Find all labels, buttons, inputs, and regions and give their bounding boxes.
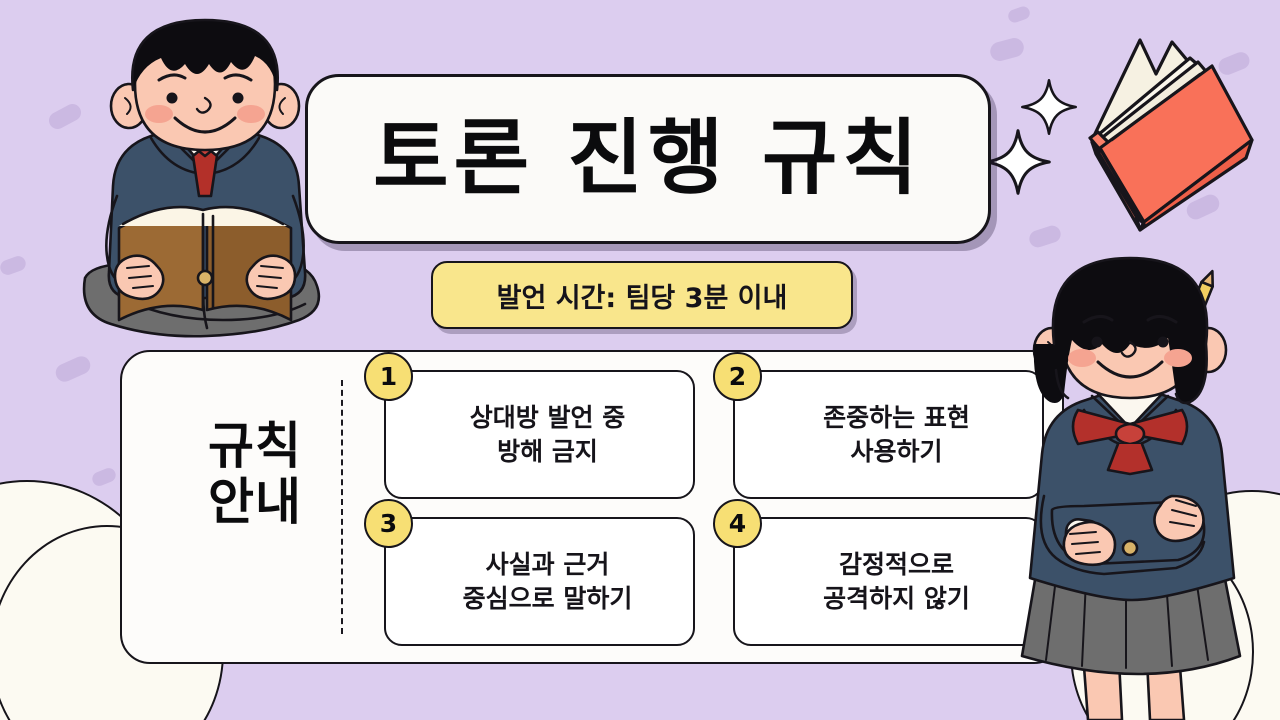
- girl-arms-crossed-illustration: [980, 248, 1280, 720]
- rule-number-badge: 2: [713, 352, 762, 401]
- rules-grid: 1 상대방 발언 중 방해 금지 2 존중하는 표현 사용하기 3 사실과 근거…: [364, 352, 1044, 646]
- rule-card[interactable]: 1 상대방 발언 중 방해 금지: [364, 352, 695, 499]
- boy-reading-book-illustration: [55, 10, 355, 359]
- rule-card[interactable]: 3 사실과 근거 중심으로 말하기: [364, 499, 695, 646]
- rules-panel-heading: 규칙 안내: [150, 418, 360, 530]
- open-red-book-illustration: [1040, 18, 1260, 237]
- speaking-time-value: 3분 이내: [684, 282, 788, 314]
- title-card: 토론 진행 규칙: [305, 74, 991, 244]
- rule-card[interactable]: 4 감정적으로 공격하지 않기: [713, 499, 1044, 646]
- speaking-time-label: 발언 시간: 팀당 3분 이내: [497, 276, 788, 315]
- rule-number-badge: 1: [364, 352, 413, 401]
- rule-text: 사실과 근거 중심으로 말하기: [462, 550, 633, 613]
- rule-text: 감정적으로 공격하지 않기: [823, 550, 970, 613]
- page-title: 토론 진행 규칙: [373, 111, 923, 206]
- rule-card[interactable]: 2 존중하는 표현 사용하기: [713, 352, 1044, 499]
- rule-number-badge: 3: [364, 499, 413, 548]
- vertical-dashed-divider: [341, 380, 343, 634]
- sparkle-star-small: [1020, 78, 1078, 140]
- speaking-time-prefix: 발언 시간: 팀당: [496, 282, 685, 314]
- speaking-time-badge: 발언 시간: 팀당 3분 이내: [431, 261, 853, 329]
- rules-panel-heading-line1: 규칙: [208, 417, 302, 475]
- sparkle-star-large: [984, 128, 1052, 200]
- rule-text: 존중하는 표현 사용하기: [823, 403, 970, 466]
- rule-text: 상대방 발언 중 방해 금지: [469, 403, 626, 466]
- rule-number-badge: 4: [713, 499, 762, 548]
- rules-panel: 규칙 안내 1 상대방 발언 중 방해 금지 2 존중하는 표현 사용하기 3 …: [120, 350, 1064, 664]
- rules-panel-heading-line2: 안내: [208, 473, 302, 531]
